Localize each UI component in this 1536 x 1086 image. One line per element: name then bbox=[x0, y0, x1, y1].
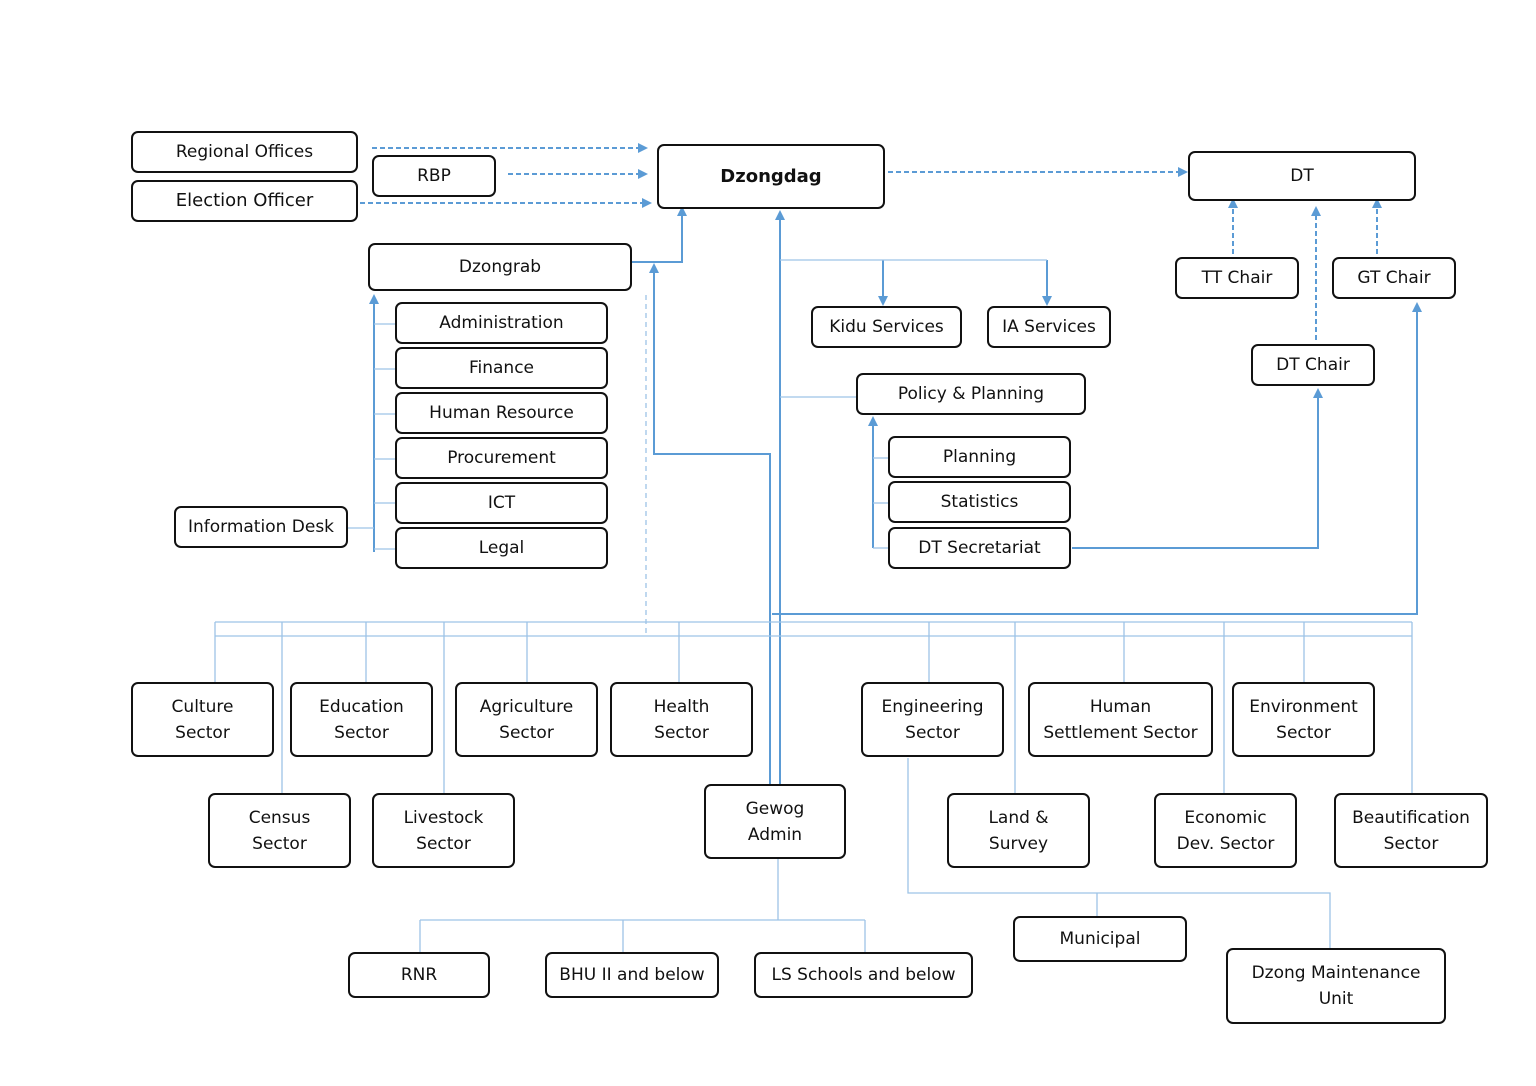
health-sector-box: Health Sector bbox=[610, 682, 753, 757]
statistics-label: Statistics bbox=[940, 492, 1019, 512]
dt-box: DT bbox=[1188, 151, 1416, 201]
livestock-sector-box: Livestock Sector bbox=[372, 793, 515, 868]
procurement-box: Procurement bbox=[395, 437, 608, 479]
culture-sector-box: Culture Sector bbox=[131, 682, 274, 757]
dzongdag-label: Dzongdag bbox=[720, 165, 822, 187]
sectors-to-gtchair-link bbox=[772, 302, 1422, 615]
livestock-sector-label: Livestock Sector bbox=[403, 807, 484, 854]
dzongrab-box: Dzongrab bbox=[368, 243, 632, 291]
dt-secretariat-label: DT Secretariat bbox=[918, 538, 1041, 558]
gewog-admin-box: Gewog Admin bbox=[704, 784, 846, 859]
statistics-box: Statistics bbox=[888, 481, 1071, 523]
dt-chair-label: DT Chair bbox=[1276, 355, 1350, 375]
land-survey-box: Land & Survey bbox=[947, 793, 1090, 868]
finance-box: Finance bbox=[395, 347, 608, 389]
agriculture-sector-label: Agriculture Sector bbox=[479, 696, 574, 743]
engineering-sector-box: Engineering Sector bbox=[861, 682, 1004, 757]
kidu-services-box: Kidu Services bbox=[811, 306, 962, 348]
gt-chair-label: GT Chair bbox=[1357, 268, 1431, 288]
municipal-label: Municipal bbox=[1059, 929, 1141, 949]
sectors-to-dzongrab-link bbox=[649, 263, 771, 784]
rnr-label: RNR bbox=[400, 965, 438, 985]
education-sector-box: Education Sector bbox=[290, 682, 433, 757]
policy-planning-box: Policy & Planning bbox=[856, 373, 1086, 415]
economic-dev-sector-box: Economic Dev. Sector bbox=[1154, 793, 1297, 868]
policy-planning-label: Policy & Planning bbox=[897, 384, 1045, 404]
planning-box: Planning bbox=[888, 436, 1071, 478]
regional-offices-label: Regional Offices bbox=[175, 142, 314, 162]
regional-offices-box: Regional Offices bbox=[131, 131, 358, 173]
rnr-box: RNR bbox=[348, 952, 490, 998]
economic-dev-sector-label: Economic Dev. Sector bbox=[1176, 807, 1275, 854]
tt-chair-label: TT Chair bbox=[1201, 268, 1273, 288]
dzongrab-to-dzongdag-link bbox=[632, 206, 687, 263]
information-desk-label: Information Desk bbox=[187, 517, 335, 537]
ict-box: ICT bbox=[395, 482, 608, 524]
human-resource-box: Human Resource bbox=[395, 392, 608, 434]
ict-label: ICT bbox=[487, 493, 516, 513]
ia-services-box: IA Services bbox=[987, 306, 1111, 348]
land-survey-label: Land & Survey bbox=[988, 807, 1049, 854]
culture-sector-label: Culture Sector bbox=[171, 696, 234, 743]
municipal-box: Municipal bbox=[1013, 916, 1187, 962]
dzong-maintenance-unit-box: Dzong Maintenance Unit bbox=[1226, 948, 1446, 1024]
ls-schools-label: LS Schools and below bbox=[771, 965, 956, 985]
legal-label: Legal bbox=[478, 538, 525, 558]
information-desk-box: Information Desk bbox=[174, 506, 348, 548]
agriculture-sector-box: Agriculture Sector bbox=[455, 682, 598, 757]
human-settlement-sector-box: Human Settlement Sector bbox=[1028, 682, 1213, 757]
health-sector-label: Health Sector bbox=[653, 696, 710, 743]
human-resource-label: Human Resource bbox=[429, 403, 574, 423]
bhu-box: BHU II and below bbox=[545, 952, 719, 998]
gewog-admin-label: Gewog Admin bbox=[745, 798, 805, 845]
dzong-maintenance-unit-label: Dzong Maintenance Unit bbox=[1251, 963, 1421, 1009]
legal-box: Legal bbox=[395, 527, 608, 569]
finance-label: Finance bbox=[468, 358, 535, 378]
census-sector-label: Census Sector bbox=[248, 807, 311, 854]
rbp-box: RBP bbox=[372, 155, 496, 197]
election-officer-box: Election Officer bbox=[131, 180, 358, 222]
procurement-label: Procurement bbox=[447, 448, 556, 468]
tt-chair-box: TT Chair bbox=[1175, 257, 1299, 299]
education-sector-label: Education Sector bbox=[319, 696, 404, 743]
dt-label: DT bbox=[1290, 166, 1314, 186]
dzongdag-box: Dzongdag bbox=[657, 144, 885, 209]
kidu-services-label: Kidu Services bbox=[829, 317, 944, 337]
bhu-label: BHU II and below bbox=[559, 965, 705, 985]
census-sector-box: Census Sector bbox=[208, 793, 351, 868]
administration-box: Administration bbox=[395, 302, 608, 344]
ls-schools-box: LS Schools and below bbox=[754, 952, 973, 998]
gt-chair-box: GT Chair bbox=[1332, 257, 1456, 299]
dt-secretariat-box: DT Secretariat bbox=[888, 527, 1071, 569]
engineering-bus bbox=[907, 758, 1331, 948]
environment-sector-label: Environment Sector bbox=[1249, 696, 1358, 743]
election-officer-label: Election Officer bbox=[175, 190, 314, 211]
environment-sector-box: Environment Sector bbox=[1232, 682, 1375, 757]
engineering-sector-label: Engineering Sector bbox=[881, 696, 984, 743]
rbp-label: RBP bbox=[417, 166, 451, 186]
beautification-sector-box: Beautification Sector bbox=[1334, 793, 1488, 868]
ia-services-label: IA Services bbox=[1002, 317, 1096, 337]
administration-label: Administration bbox=[439, 313, 564, 333]
beautification-sector-label: Beautification Sector bbox=[1352, 807, 1470, 854]
planning-label: Planning bbox=[942, 447, 1017, 467]
dzongrab-label: Dzongrab bbox=[458, 257, 542, 277]
dt-chair-box: DT Chair bbox=[1251, 344, 1375, 386]
human-settlement-sector-label: Human Settlement Sector bbox=[1043, 696, 1198, 743]
dtsecretariat-to-dtchair-link bbox=[1072, 388, 1323, 549]
